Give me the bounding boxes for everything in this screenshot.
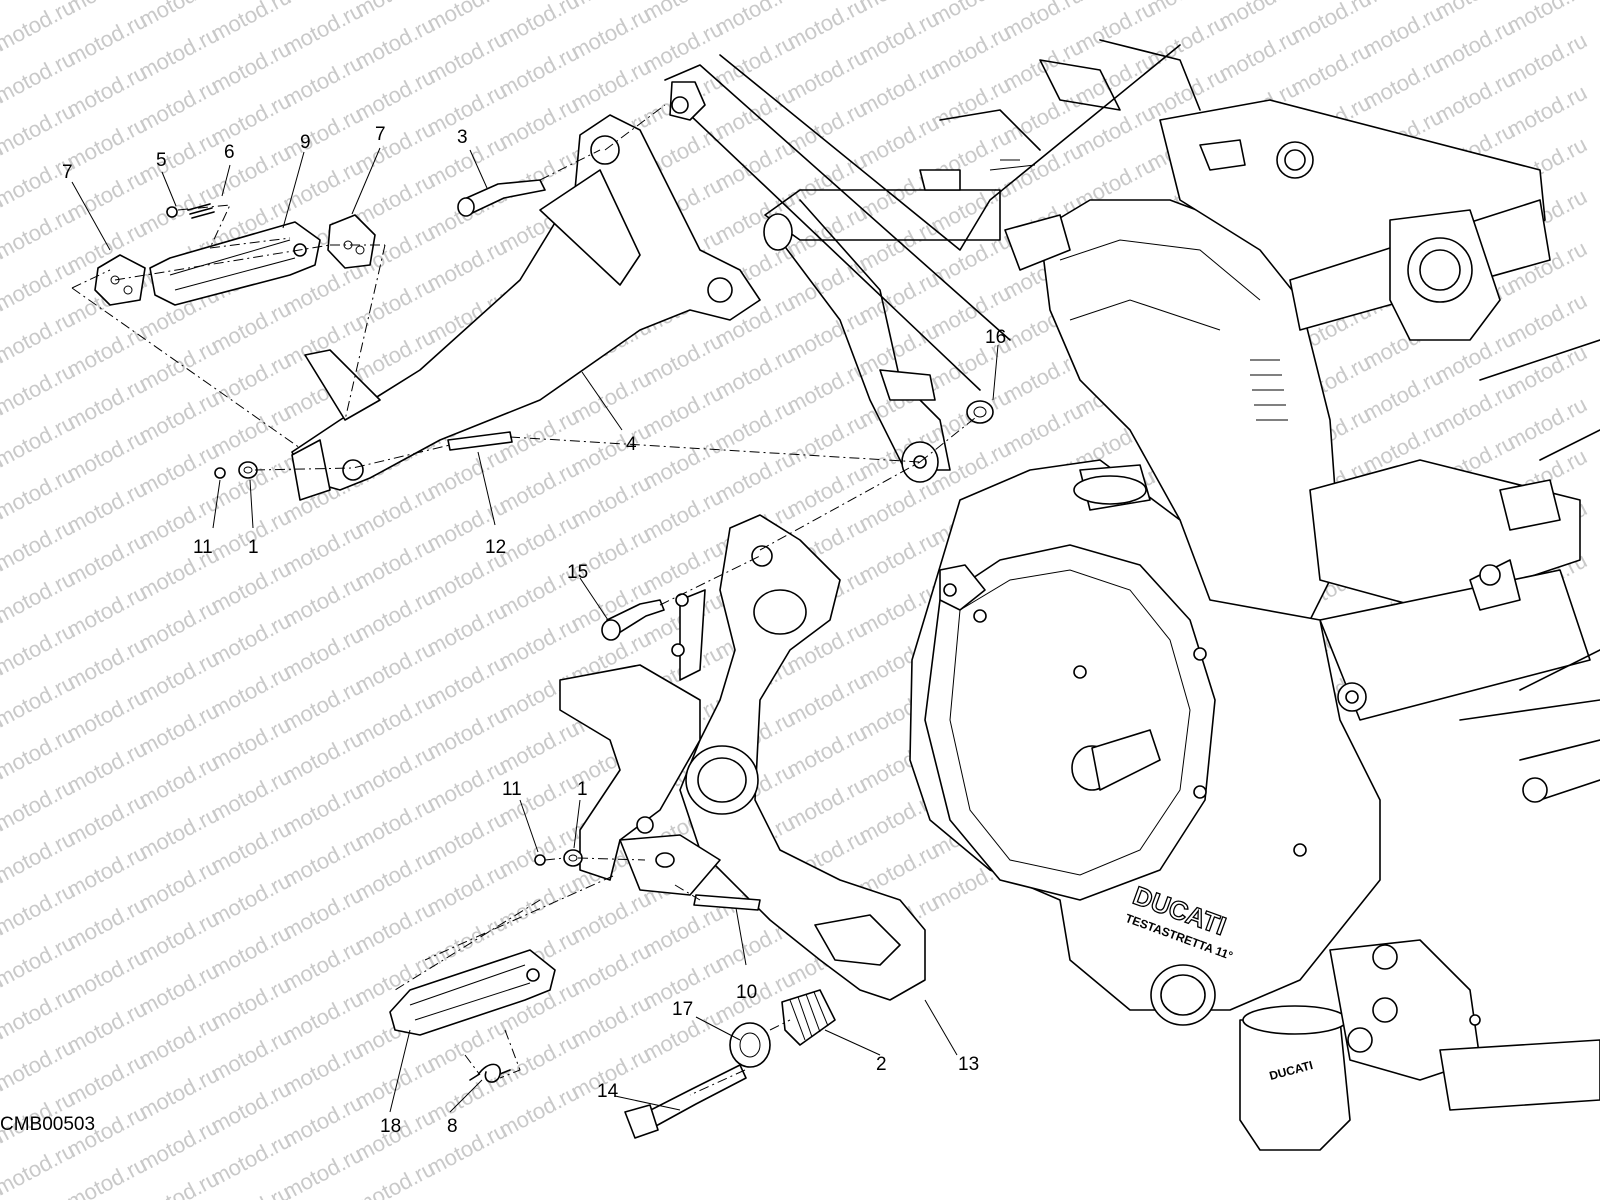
drawing-code: CMB00503 [0, 1114, 95, 1135]
callout-16: 16 [985, 327, 1006, 348]
callout-3: 3 [457, 127, 468, 148]
callout-2: 2 [876, 1054, 887, 1075]
assembly-lines [71, 104, 976, 1096]
callout-1-bottom: 1 [577, 779, 588, 800]
callout-11-bottom: 11 [502, 779, 522, 800]
callout-10: 10 [736, 982, 757, 1003]
callout-11-top: 11 [193, 537, 213, 558]
callout-12: 12 [485, 537, 506, 558]
callout-7-left: 7 [62, 162, 73, 183]
callout-7-right: 7 [375, 124, 386, 145]
leader-lines [71, 147, 999, 1113]
callout-15: 15 [567, 562, 588, 583]
callout-4: 4 [626, 434, 637, 455]
callout-14: 14 [597, 1081, 619, 1102]
callout-8: 8 [447, 1116, 458, 1137]
callout-18: 18 [380, 1116, 401, 1137]
callout-6: 6 [224, 142, 235, 163]
engine-assembly: DUCATI TESTASTRETTA 11° DUCATI [664, 39, 1600, 1151]
callout-labels: 7 5 6 9 7 3 4 16 11 1 12 15 11 1 10 17 2… [0, 124, 1006, 1137]
callout-17: 17 [672, 999, 693, 1020]
callout-5: 5 [156, 150, 167, 171]
callout-9: 9 [300, 132, 311, 153]
callout-13: 13 [958, 1054, 979, 1075]
passenger-footrest-bracket [291, 81, 761, 501]
rider-footrest-bracket [559, 514, 926, 1001]
callout-1-top: 1 [248, 537, 259, 558]
